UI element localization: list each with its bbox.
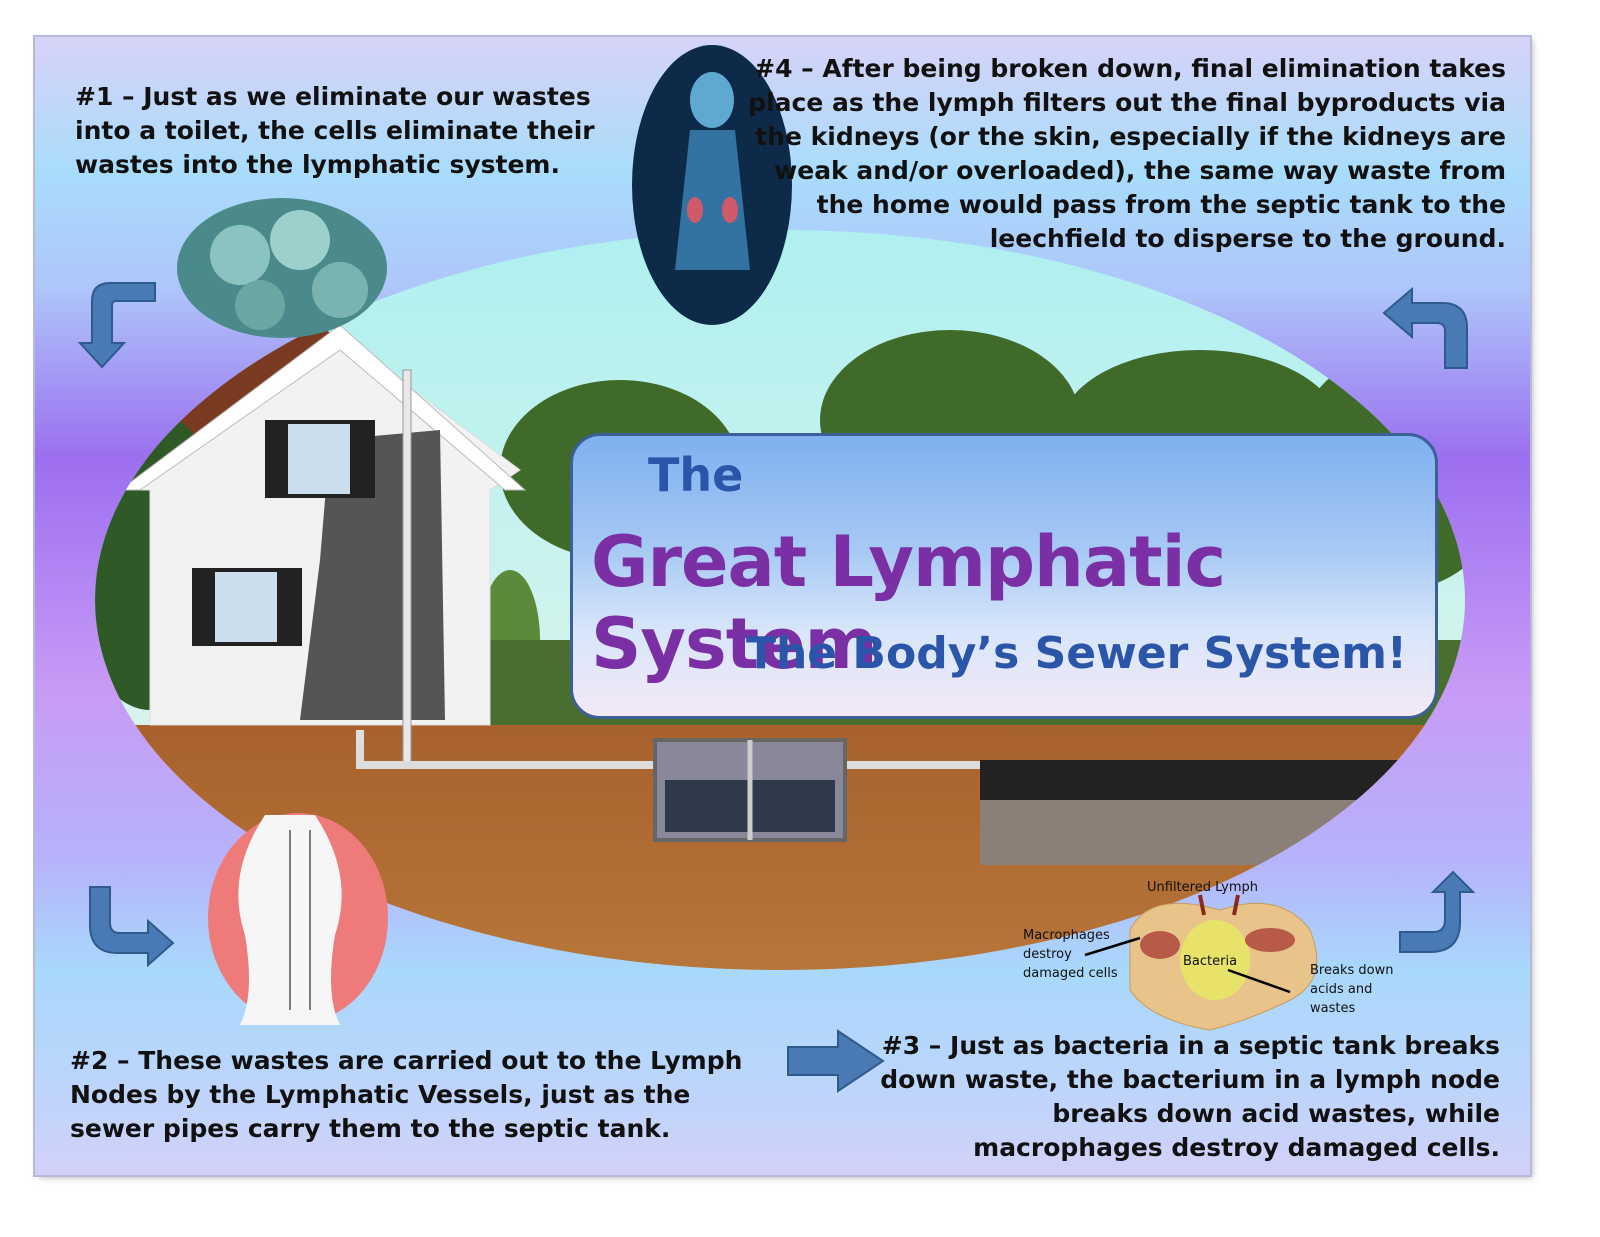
- step-1-line: wastes into the lymphatic system.: [75, 150, 560, 179]
- step-4-line: weak and/or overloaded), the same way wa…: [774, 156, 1506, 185]
- step-2-text: #2 – These wastes are carried out to the…: [70, 1044, 742, 1146]
- septic-tank: [653, 738, 847, 842]
- label-macrophages: Macrophages destroy damaged cells: [1023, 926, 1118, 983]
- step-4-line: #4 – After being broken down, final elim…: [754, 54, 1506, 83]
- arrow-up-right-icon: [1399, 870, 1476, 953]
- step-4-line: leechfield to disperse to the ground.: [989, 224, 1506, 253]
- title-subtitle: The Body’s Sewer System!: [745, 628, 1407, 679]
- title-the: The: [648, 448, 744, 502]
- step-4-line: the kidneys (or the skin, especially if …: [755, 122, 1506, 151]
- step-4-line: place as the lymph filters out the final…: [748, 88, 1506, 117]
- step-4-line: the home would pass from the septic tank…: [816, 190, 1506, 219]
- cells-image: [177, 198, 387, 338]
- label-line: Macrophages: [1023, 928, 1110, 943]
- step-3-line: #3 – Just as bacteria in a septic tank b…: [881, 1031, 1500, 1060]
- step-1-line: #1 – Just as we eliminate our wastes: [75, 82, 591, 111]
- step-1-line: into a toilet, the cells eliminate their: [75, 116, 595, 145]
- arrow-up-left-icon: [1382, 286, 1468, 369]
- step-3-line: down waste, the bacterium in a lymph nod…: [880, 1065, 1500, 1094]
- step-3-line: macrophages destroy damaged cells.: [973, 1133, 1500, 1162]
- step-2-line: sewer pipes carry them to the septic tan…: [70, 1114, 671, 1143]
- step-3-text: #3 – Just as bacteria in a septic tank b…: [880, 1029, 1500, 1165]
- title-box: The Great Lymphatic System The Body’s Se…: [570, 433, 1438, 719]
- step-4-text: #4 – After being broken down, final elim…: [748, 52, 1506, 256]
- step-1-text: #1 – Just as we eliminate our wastes int…: [75, 80, 595, 182]
- arrow-down-right-icon: [89, 886, 175, 968]
- lymph-node-image: [1084, 894, 1318, 1031]
- label-unfiltered-lymph: Unfiltered Lymph: [1147, 880, 1258, 895]
- body-kidneys-image: [632, 45, 792, 325]
- lymph-vessels-image: [208, 813, 388, 1025]
- step-2-line: #2 – These wastes are carried out to the…: [70, 1046, 743, 1075]
- house: [118, 324, 980, 769]
- label-line: damaged cells: [1023, 966, 1118, 981]
- label-line: destroy: [1023, 947, 1072, 962]
- step-2-line: Nodes by the Lymphatic Vessels, just as …: [70, 1080, 691, 1109]
- arrow-right-icon: [787, 1029, 885, 1093]
- title-main: Great Lymphatic System: [591, 521, 1226, 685]
- flow-arrows: [77, 282, 1476, 1093]
- label-breaks-down: Breaks down acids and wastes: [1310, 961, 1393, 1018]
- label-line: Breaks down: [1310, 963, 1394, 978]
- label-bacteria: Bacteria: [1183, 954, 1238, 969]
- arrow-down-left-icon: [77, 282, 156, 369]
- label-line: acids and: [1310, 982, 1373, 997]
- step-3-line: breaks down acid wastes, while: [1052, 1099, 1500, 1128]
- label-line: wastes: [1310, 1001, 1356, 1016]
- leach-field: [980, 760, 1465, 865]
